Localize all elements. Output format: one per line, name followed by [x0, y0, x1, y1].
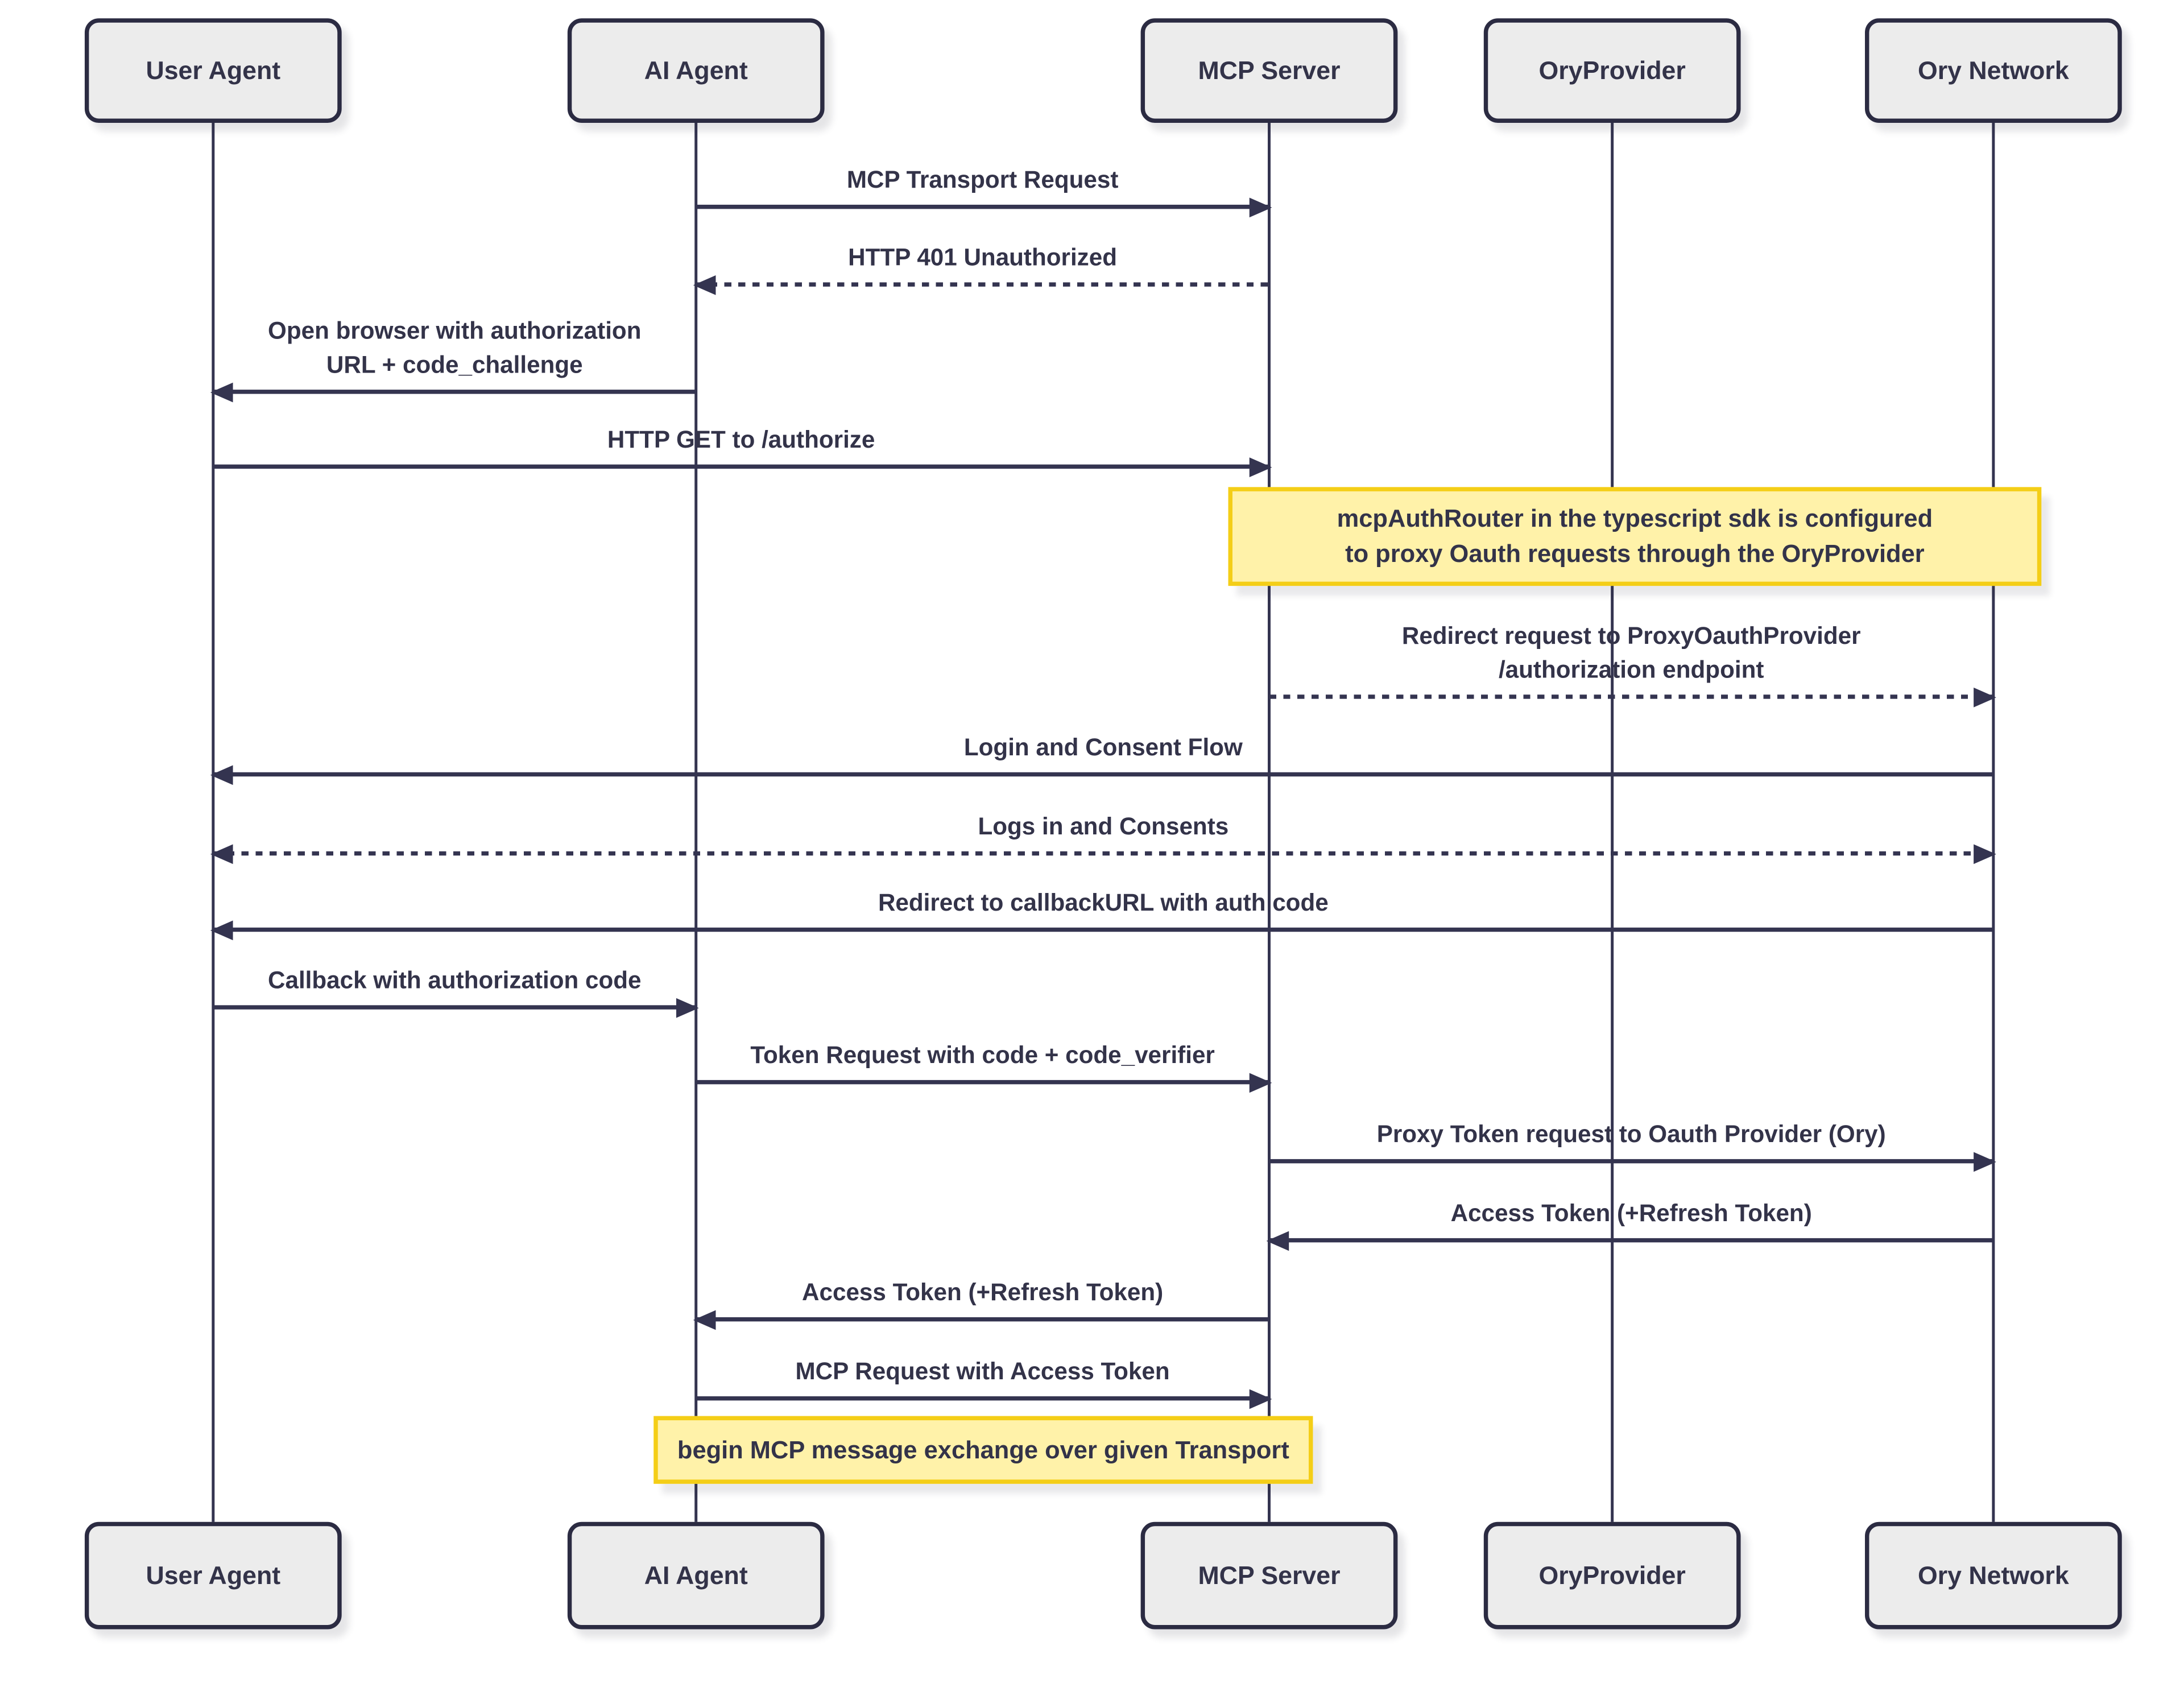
arrow-solid: [1269, 1159, 1993, 1164]
arrowhead-left-icon: [1266, 1231, 1289, 1251]
arrow-solid: [213, 464, 1269, 469]
message-label: Callback with authorization code: [268, 967, 642, 994]
arrow-solid: [1269, 1238, 1993, 1243]
message-label: MCP Transport Request: [846, 166, 1119, 194]
lifeline-oryprovider: [1611, 122, 1614, 1522]
actor-label: OryProvider: [1538, 56, 1686, 84]
arrowhead-left-icon: [210, 920, 233, 941]
arrowhead-right-icon: [1249, 1073, 1272, 1093]
actor-label: AI Agent: [644, 56, 748, 84]
message-label: Redirect request to ProxyOauthProvider /…: [1401, 622, 1861, 684]
actor-top-oryprovider: OryProvider: [1483, 18, 1741, 123]
actor-bottom-oryprovider: OryProvider: [1483, 1521, 1741, 1630]
message-label: Logs in and Consents: [978, 813, 1229, 840]
arrow-dotted: [1269, 694, 1993, 699]
lifeline-user-agent: [212, 122, 215, 1522]
arrowhead-left-icon: [210, 844, 233, 865]
arrow-solid: [213, 390, 696, 394]
arrowhead-right-icon: [676, 998, 699, 1018]
arrowhead-right-icon: [1249, 457, 1272, 477]
actor-top-ai-agent: AI Agent: [567, 18, 825, 123]
message-label: MCP Request with Access Token: [795, 1358, 1170, 1386]
arrowhead-right-icon: [1974, 687, 1996, 708]
arrowhead-left-icon: [693, 275, 716, 295]
actor-label: User Agent: [146, 56, 281, 84]
actor-bottom-user-agent: User Agent: [84, 1521, 342, 1630]
message-label: HTTP GET to /authorize: [607, 426, 875, 453]
arrow-solid: [213, 772, 1993, 777]
arrowhead-right-icon: [1974, 844, 1996, 865]
arrow-solid: [696, 204, 1269, 209]
lifeline-mcp-server: [1268, 122, 1271, 1522]
arrowhead-left-icon: [210, 382, 233, 403]
note-mcpauthrouter: mcpAuthRouter in the typescript sdk is c…: [1228, 487, 2042, 586]
actor-top-user-agent: User Agent: [84, 18, 342, 123]
actor-label: MCP Server: [1198, 56, 1341, 84]
note-begin-mcp-exchange: begin MCP message exchange over given Tr…: [653, 1416, 1313, 1484]
message-label: Token Request with code + code_verifier: [750, 1041, 1215, 1069]
actor-label: User Agent: [146, 1561, 281, 1589]
lifeline-ory-network: [1992, 122, 1995, 1522]
arrow-solid: [696, 1317, 1269, 1322]
arrow-solid: [213, 927, 1993, 932]
arrow-dotted: [696, 282, 1269, 287]
message-label: Open browser with authorization URL + co…: [268, 317, 642, 379]
message-label: Login and Consent Flow: [963, 734, 1243, 761]
message-label: HTTP 401 Unauthorized: [848, 244, 1118, 271]
actor-label: Ory Network: [1917, 1561, 2069, 1589]
arrowhead-left-icon: [210, 765, 233, 785]
actor-label: Ory Network: [1917, 56, 2069, 84]
actor-bottom-ory-network: Ory Network: [1864, 1521, 2122, 1630]
arrowhead-right-icon: [1249, 197, 1272, 218]
arrow-solid: [696, 1080, 1269, 1085]
message-label: Proxy Token request to Oauth Provider (O…: [1376, 1120, 1886, 1148]
actor-label: MCP Server: [1198, 1561, 1341, 1589]
arrowhead-left-icon: [693, 1310, 716, 1330]
actor-label: OryProvider: [1538, 1561, 1686, 1589]
arrow-solid: [213, 1005, 696, 1010]
arrowhead-right-icon: [1974, 1152, 1996, 1172]
arrow-dotted: [213, 851, 1993, 856]
lifeline-ai-agent: [694, 122, 698, 1522]
actor-bottom-ai-agent: AI Agent: [567, 1521, 825, 1630]
arrow-solid: [696, 1396, 1269, 1401]
actor-top-mcp-server: MCP Server: [1140, 18, 1398, 123]
actor-label: AI Agent: [644, 1561, 748, 1589]
message-label: Access Token (+Refresh Token): [1450, 1200, 1812, 1227]
actor-bottom-mcp-server: MCP Server: [1140, 1521, 1398, 1630]
message-label: Access Token (+Refresh Token): [802, 1279, 1164, 1306]
message-label: Redirect to callbackURL with auth code: [878, 889, 1329, 916]
arrowhead-right-icon: [1249, 1389, 1272, 1409]
actor-top-ory-network: Ory Network: [1864, 18, 2122, 123]
